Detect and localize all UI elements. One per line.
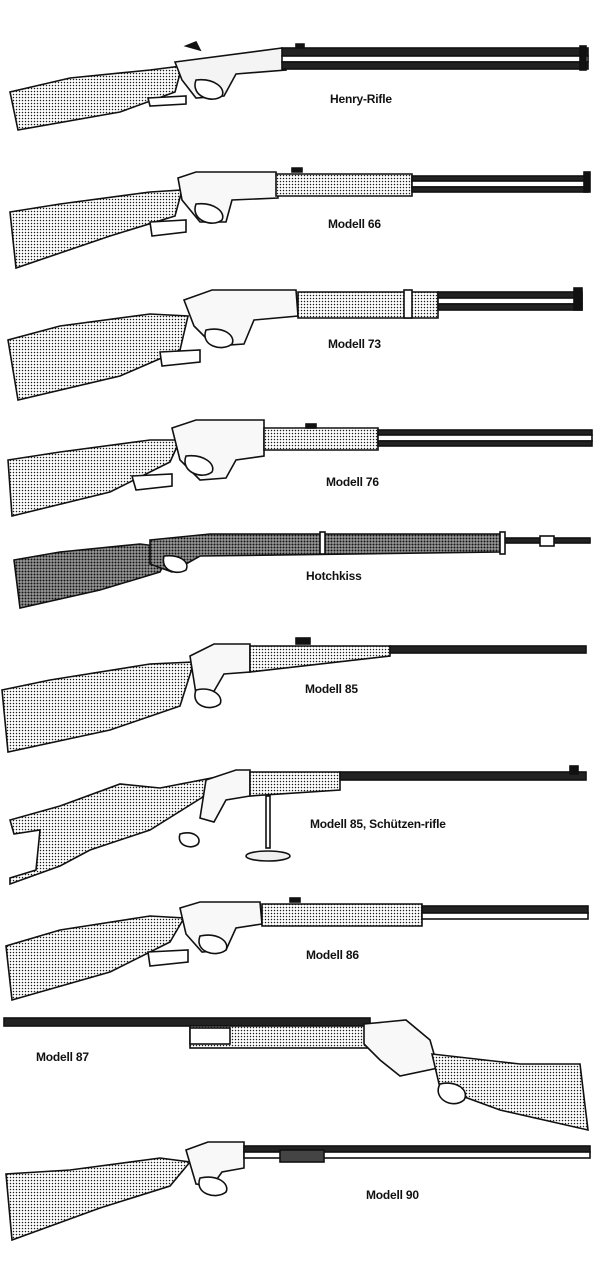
modell-90-drawing: [5, 1141, 591, 1242]
modell-76-drawing: [7, 419, 593, 518]
caption-modell-90: Modell 90: [366, 1188, 419, 1202]
caption-henry-rifle: Henry-Rifle: [330, 92, 392, 106]
caption-modell-85: Modell 85: [305, 682, 358, 696]
modell-66-drawing: [9, 167, 591, 270]
caption-modell-73: Modell 73: [328, 337, 381, 351]
hotchkiss-drawing: [13, 531, 591, 609]
modell-86-drawing: [5, 897, 589, 1002]
modell-85-schuetzen-drawing: [9, 765, 587, 886]
modell-73-drawing: [7, 287, 583, 401]
caption-modell-66: Modell 66: [328, 217, 381, 231]
modell-85-drawing: [1, 637, 587, 753]
caption-modell-76: Modell 76: [326, 475, 379, 489]
caption-hotchkiss: Hotchkiss: [306, 569, 362, 583]
henry-rifle-drawing: [9, 40, 589, 131]
caption-modell-86: Modell 86: [306, 948, 359, 962]
caption-modell-87: Modell 87: [36, 1050, 89, 1064]
caption-modell-85-schuetzen: Modell 85, Schützen-rifle: [310, 817, 446, 831]
modell-87-drawing: [3, 1017, 589, 1132]
